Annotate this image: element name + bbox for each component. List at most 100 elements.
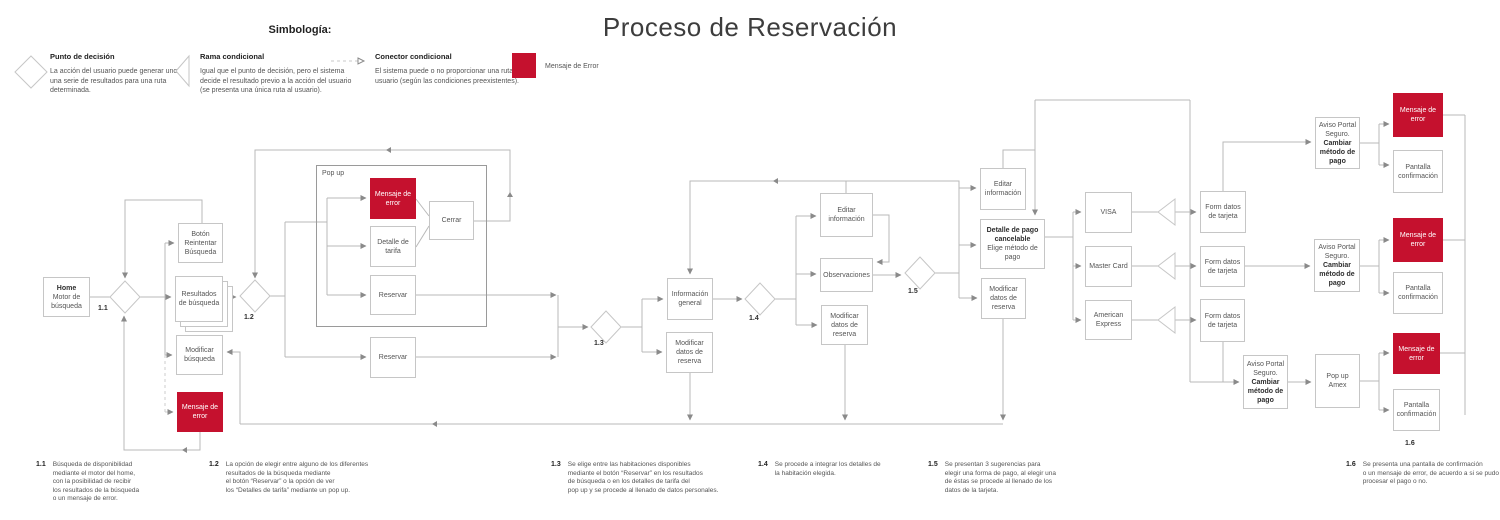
- node-editar-info-1: Editar información: [820, 193, 873, 237]
- decision-diamond-icon: [14, 54, 48, 95]
- node-error-3: Mensaje de error: [1393, 333, 1440, 374]
- footnote-text: Se presentan 3 sugerencias para elegir u…: [944, 461, 1057, 494]
- node-pantalla-3-label: Pantalla confirmación: [1396, 402, 1437, 418]
- decision-diamond-1.2: [239, 279, 271, 313]
- footnote-text: Búsqueda de disponibilidad mediante el m…: [52, 461, 140, 502]
- node-error-busqueda-label: Mensaje de error: [181, 404, 219, 420]
- footnote-number: 1.5: [928, 461, 938, 468]
- node-aviso-1-label: Aviso Portal Seguro.: [1318, 121, 1357, 138]
- footnote-1.2: 1.2 La opción de elegir entre alguno de l…: [209, 461, 368, 495]
- node-popup-amex: Pop up Amex: [1315, 354, 1360, 408]
- footnote-text: Se elige entre las habitaciones disponib…: [567, 461, 719, 494]
- node-modificar-datos-3-label: Modificar datos de reserva: [989, 286, 1018, 311]
- footnote-number: 1.4: [758, 461, 768, 468]
- node-aviso-3-label: Cambiar método de pago: [1247, 378, 1284, 404]
- node-detalle-pago-label: Elige método de pago: [987, 245, 1038, 261]
- legend-item-3: Conector condicional El sistema puede o n…: [375, 52, 521, 86]
- node-form-3-label: Form datos de tarjeta: [1204, 312, 1241, 329]
- node-form-1-label: Form datos de tarjeta: [1205, 204, 1241, 220]
- node-aviso-2-label: Aviso Portal Seguro.: [1318, 244, 1356, 260]
- node-amex-label: American Express: [1093, 312, 1124, 328]
- node-popup-amex-label: Pop up Amex: [1326, 373, 1349, 389]
- legend-heading: Simbología:: [268, 24, 332, 36]
- node-modificar-datos-2-label: Modificar datos de reserva: [830, 312, 859, 338]
- legend-item-desc: El sistema puede o no proporcionar una r…: [375, 68, 521, 85]
- decision-label-1.3: 1.3: [594, 340, 604, 347]
- node-aviso-2: Aviso Portal Seguro. Cambiar método de pa…: [1314, 239, 1360, 292]
- node-home-label: Home: [56, 284, 77, 292]
- legend-item-title: Punto de decisión: [50, 52, 115, 61]
- page-title: Proceso de Reservación: [602, 12, 898, 42]
- node-reservar-out: Reservar: [370, 337, 416, 378]
- footnote-number: 1.3: [551, 461, 561, 468]
- node-reservar-popup: Reservar: [370, 275, 416, 315]
- decision-label-1.2: 1.2: [244, 314, 254, 321]
- legend-item-title: Rama condicional: [200, 52, 265, 61]
- footnote-number: 1.2: [209, 461, 219, 468]
- conditional-branch-triangle-icon: [175, 54, 191, 93]
- node-resultados: Resultados de búsqueda: [175, 276, 223, 322]
- footnote-number: 1.6: [1346, 461, 1356, 468]
- node-observaciones: Observaciones: [820, 258, 873, 292]
- node-editar-info-1-label: Editar información: [828, 207, 865, 223]
- popup-container-label: Pop up: [322, 170, 345, 177]
- node-popup-error-label: Mensaje de error: [374, 190, 412, 207]
- node-form-2-label: Form datos de tarjeta: [1204, 258, 1241, 275]
- footnote-1.5: 1.5 Se presentan 3 sugerencias para elegi…: [928, 461, 1056, 495]
- node-error-busqueda: Mensaje de error: [177, 392, 223, 432]
- decision-diamond-1.3: [590, 310, 622, 344]
- node-editar-info-2-label: Editar información: [984, 181, 1022, 197]
- legend-item-desc: Igual que el punto de decisión, pero el …: [200, 68, 352, 94]
- node-info-general-label: Información general: [671, 291, 709, 307]
- node-btn-reintentar: Botón Reintentar Búsqueda: [178, 223, 223, 263]
- footnote-1.3: 1.3 Se elige entre las habitaciones dispo…: [551, 461, 718, 495]
- node-btn-reintentar-label: Botón Reintentar Búsqueda: [184, 230, 217, 256]
- node-cerrar: Cerrar: [429, 201, 474, 240]
- node-visa-label: VISA: [1100, 209, 1117, 216]
- node-visa: VISA: [1085, 192, 1132, 233]
- decision-label-1.5: 1.5: [908, 288, 918, 295]
- node-cerrar-label: Cerrar: [441, 217, 462, 224]
- node-error-1-label: Mensaje de error: [1399, 107, 1437, 123]
- node-form-3: Form datos de tarjeta: [1200, 299, 1245, 342]
- node-modificar-datos-3: Modificar datos de reserva: [981, 278, 1026, 319]
- node-amex: American Express: [1085, 300, 1132, 340]
- dashed-connector-icon: [330, 54, 366, 72]
- legend-item-4: Mensaje de Error: [545, 62, 599, 72]
- node-modificar-busqueda: Modificar búsqueda: [176, 335, 223, 375]
- node-detalle-tarifa-label: Detalle de tarifa: [377, 238, 409, 255]
- node-resultados-label: Resultados de búsqueda: [178, 291, 220, 307]
- footnote-text: La opción de elegir entre alguno de los …: [225, 461, 369, 494]
- decision-diamond-1.4: [744, 282, 776, 316]
- node-home-label: Motor de búsqueda: [51, 293, 82, 310]
- node-aviso-2-label: Cambiar método de pago: [1319, 262, 1355, 287]
- error-square-icon: [512, 53, 536, 78]
- conditional-branch-triangle-2: [1157, 251, 1176, 281]
- legend-item-label: Mensaje de Error: [545, 63, 599, 70]
- footnote-text: Se presenta una pantalla de confirmación…: [1362, 461, 1499, 485]
- node-aviso-3: Aviso Portal Seguro.Cambiar método de pa…: [1243, 355, 1288, 409]
- node-modificar-datos-2: Modificar datos de reserva: [821, 305, 868, 345]
- node-detalle-pago-label: Detalle de pago cancelable: [986, 227, 1039, 243]
- node-pantalla-1: Pantalla confirmación: [1393, 150, 1443, 193]
- conditional-branch-triangle-1: [1157, 197, 1176, 227]
- node-reservar-out-label: Reservar: [378, 354, 408, 361]
- decision-label-1.4: 1.4: [749, 315, 759, 322]
- node-error-3-label: Mensaje de error: [1398, 345, 1435, 362]
- node-aviso-1-label: Cambiar método de pago: [1319, 139, 1356, 165]
- node-form-1: Form datos de tarjeta: [1200, 191, 1246, 233]
- node-modificar-datos-1: Modificar datos de reserva: [666, 332, 713, 373]
- conditional-branch-triangle-3: [1157, 305, 1176, 335]
- legend-item-title: Conector condicional: [375, 52, 452, 61]
- decision-diamond-1.1: [109, 280, 141, 314]
- decision-diamond-1.5: [904, 256, 936, 290]
- node-mastercard-label: Master Card: [1089, 263, 1128, 270]
- node-mastercard: Master Card: [1085, 246, 1132, 287]
